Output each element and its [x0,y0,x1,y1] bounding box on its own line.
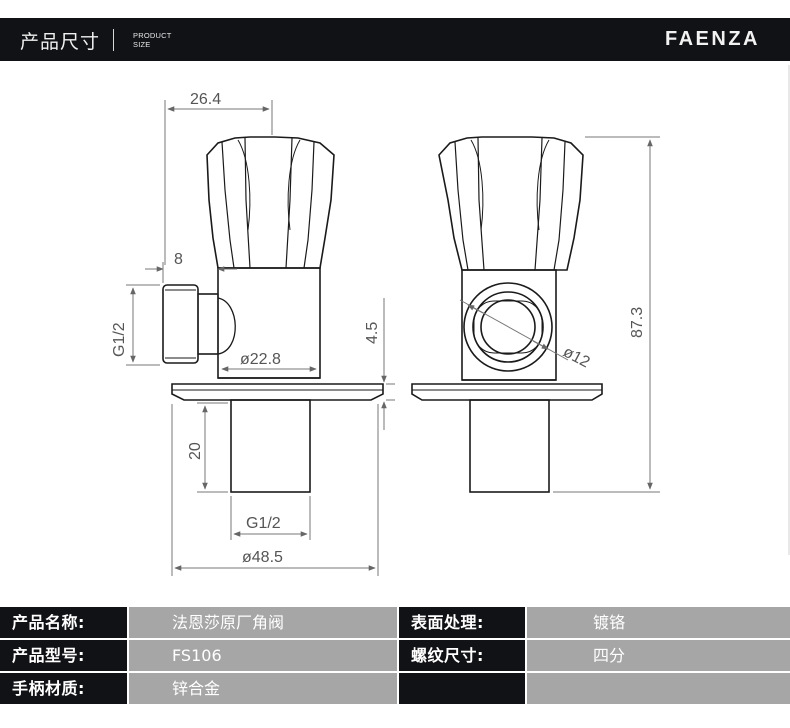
front-flange [171,377,384,401]
dim-body-diameter: ø22.8 [240,351,281,368]
spec-value: FS106 [129,640,397,671]
dim-outlet-length: 20 [187,442,204,460]
front-inlet [162,284,236,364]
spec-row: 产品型号: FS106 螺纹尺寸: 四分 [0,640,790,671]
side-flange [411,379,603,401]
spec-label: 产品名称: [0,607,127,638]
side-handle [438,136,584,271]
subtitle-line-2: SIZE [133,40,151,49]
dim-flange-diameter: ø48.5 [242,549,283,566]
technical-drawing: 26.4 8 G1/2 ø22.8 4.5 20 G1/2 ø48.5 [0,61,790,601]
side-inlet [463,282,553,372]
front-dimensions [126,100,395,576]
spec-label [399,673,525,704]
spec-label: 表面处理: [399,607,525,638]
spec-label: 螺纹尺寸: [399,640,525,671]
dim-bore-diameter: ø12 [560,344,592,372]
section-title: 产品尺寸 [20,31,101,53]
title-separator [113,29,114,51]
section-subtitle: PRODUCT SIZE [133,31,171,49]
spec-value: 锌合金 [129,673,397,704]
dim-total-height: 87.3 [629,307,646,338]
spec-row: 产品名称: 法恩莎原厂角阀 表面处理: 镀铬 [0,607,790,638]
spec-table: 产品名称: 法恩莎原厂角阀 表面处理: 镀铬 产品型号: FS106 螺纹尺寸:… [0,607,790,728]
section-header: 产品尺寸 PRODUCT SIZE FAENZA [0,18,790,61]
front-handle [206,136,335,269]
spec-label: 产品型号: [0,640,127,671]
dim-inlet-thread: G1/2 [111,322,128,357]
spec-label: 手柄材质: [0,673,127,704]
top-margin [0,0,790,18]
spec-value: 法恩莎原厂角阀 [129,607,397,638]
brand-logo: FAENZA [665,28,760,50]
front-outlet [230,399,311,493]
side-view [411,136,603,493]
subtitle-line-1: PRODUCT [133,31,172,40]
dim-top-width: 26.4 [190,91,221,108]
dim-side-offset: 8 [174,251,183,268]
spec-value: 四分 [527,640,790,671]
spec-value [527,673,790,704]
side-outlet [469,399,550,493]
side-dimensions [459,136,660,493]
spec-row: 手柄材质: 锌合金 [0,673,790,704]
front-view [162,136,384,493]
dim-outlet-thread: G1/2 [246,515,281,532]
dim-wall-gap: 4.5 [364,322,381,344]
spec-value: 镀铬 [527,607,790,638]
